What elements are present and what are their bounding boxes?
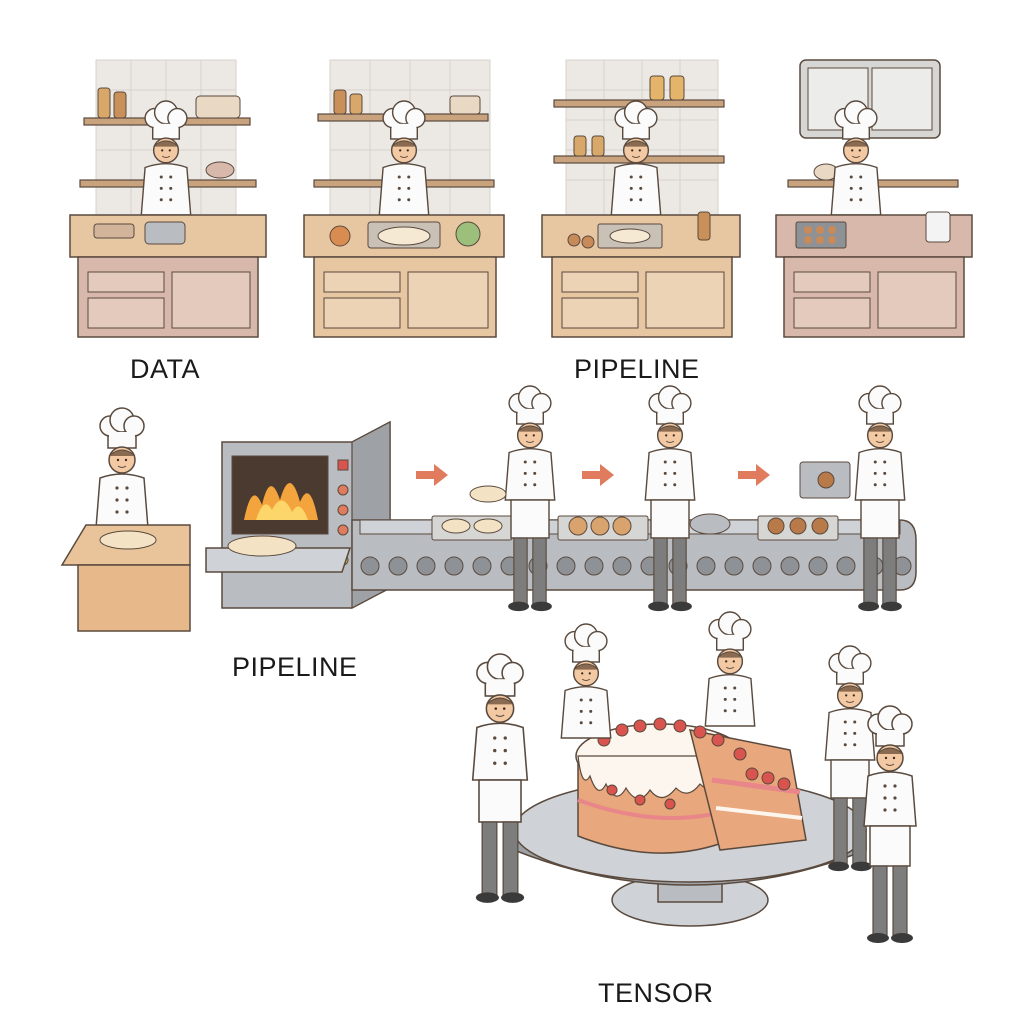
conveyor-belt [351,515,917,591]
label-pipeline-top: PIPELINE [574,354,700,384]
cake-chef-1 [473,654,528,903]
kitchen-station-3 [541,59,741,338]
oven [205,420,391,609]
conveyor-chef-2 [645,386,731,611]
kitchen-station-1 [69,59,267,338]
kitchen-station-2 [303,59,505,338]
label-tensor: TENSOR [598,978,714,1008]
cake-chef-2 [560,623,612,739]
label-data: DATA [130,354,201,384]
kneading-station [60,407,191,632]
right-arrow-icon-3 [738,464,770,486]
layer-cake [575,717,807,854]
cake-chef-3 [704,611,756,727]
right-arrow-icon-2 [582,464,614,486]
kitchen-station-4 [775,59,973,338]
label-pipeline-middle: PIPELINE [232,652,358,682]
conveyor-chef-1 [469,386,555,611]
right-arrow-icon-1 [416,464,448,486]
conveyor-chef-3 [799,386,905,611]
